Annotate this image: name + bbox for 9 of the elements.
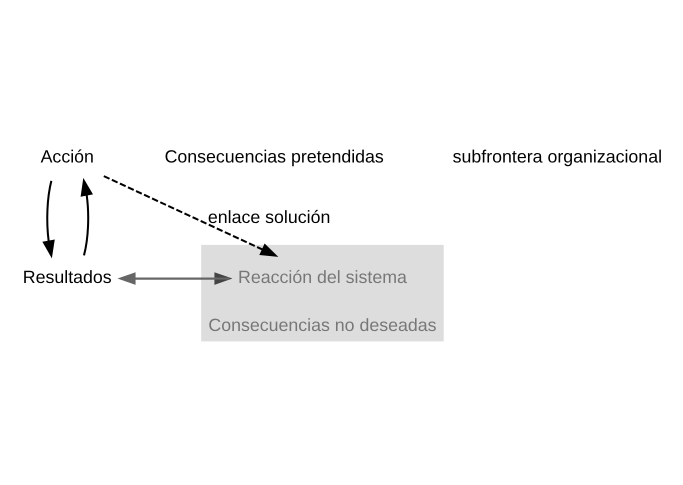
label: subfrontera organizacional (452, 146, 662, 166)
arrow (80, 177, 93, 256)
label: Consecuencias pretendidas (164, 146, 384, 166)
edge-label: enlace solución (208, 206, 330, 226)
arrow (103, 174, 278, 256)
arrow (42, 180, 55, 258)
node-text: Reacción del sistema (238, 266, 407, 287)
node-text: Acción (40, 146, 94, 166)
node-text: Resultados (22, 266, 112, 287)
